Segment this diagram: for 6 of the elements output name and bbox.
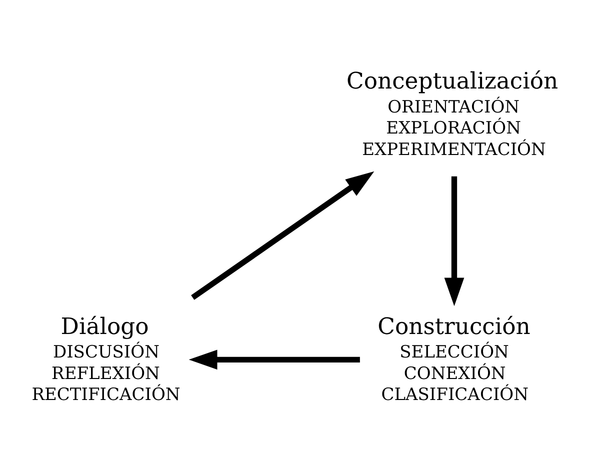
node-text: Conceptualización ORIENTACIÓN EXPLORACIÓN EXPERIMENTACIÓN — [346, 68, 558, 160]
node-text: Construcción SELECCIÓN CONEXIÓN CLASIFICACIÓN — [378, 314, 530, 406]
node-text: Diálogo DISCUSIÓN REFLEXIÓN RECTIFICACIÓN — [32, 314, 180, 406]
arrow — [188, 350, 360, 370]
arrow — [444, 176, 464, 306]
arrow — [191, 171, 374, 300]
